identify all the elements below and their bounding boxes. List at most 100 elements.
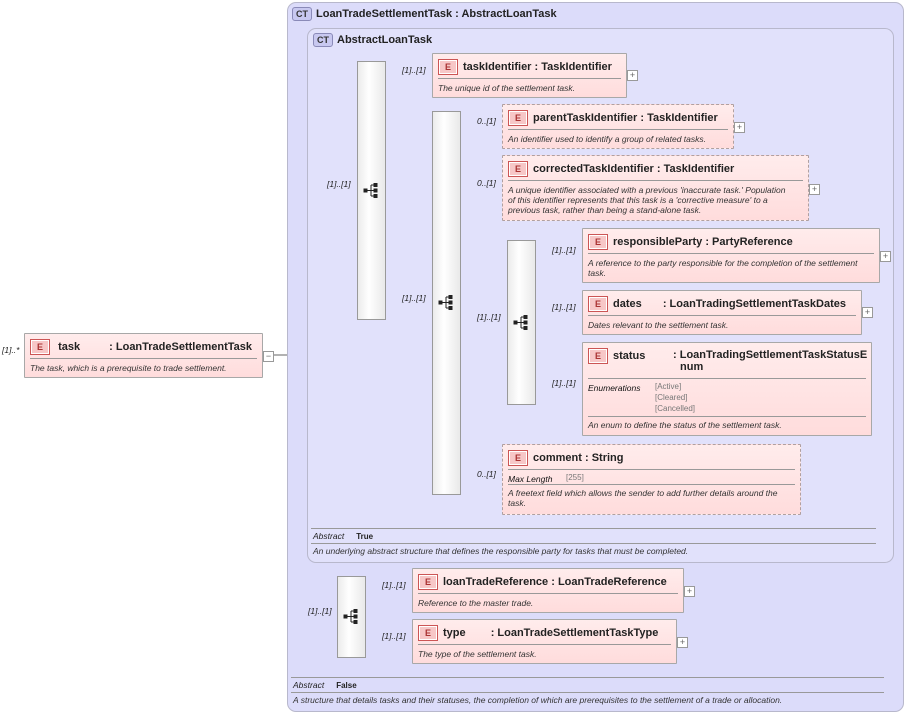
enum-value: [Cancelled] — [655, 404, 696, 413]
cardinality-status: [1]..[1] — [552, 378, 576, 388]
element-doc-line: of this identifier represents that this … — [508, 195, 768, 205]
element-doc: An enum to define the status of the sett… — [588, 420, 782, 430]
separator — [30, 358, 257, 359]
sequence-compositor[interactable] — [357, 61, 386, 320]
separator — [508, 129, 728, 130]
element-icon: E — [588, 296, 608, 312]
element-name: type — [443, 627, 466, 639]
element-icon: E — [30, 339, 50, 355]
element-doc: The unique id of the settlement task. — [438, 83, 576, 93]
cardinality-seq-inner: [1]..[1] — [477, 312, 501, 322]
outer-type-title: CT LoanTradeSettlementTask : AbstractLoan… — [292, 7, 557, 21]
element-icon: E — [508, 110, 528, 126]
cardinality-dates: [1]..[1] — [552, 302, 576, 312]
outer-type-name: LoanTradeSettlementTask : AbstractLoanTa… — [316, 7, 557, 20]
element-type: : TaskIdentifier — [534, 61, 612, 73]
element-doc-line: task. — [588, 268, 606, 278]
facet-value: [255] — [566, 473, 584, 482]
inner-type-title: CT AbstractLoanTask — [313, 33, 432, 47]
cardinality-seq-outer-inner: [1]..[1] — [327, 179, 351, 189]
element-type-name: : LoanTradeSettlementTaskType — [490, 627, 659, 639]
expand-icon[interactable]: + — [684, 586, 695, 597]
element-type: : LoanTradeReference — [551, 576, 667, 588]
inner-type-doc: An underlying abstract structure that de… — [313, 546, 689, 556]
complex-type-icon: CT — [313, 33, 333, 47]
abstract-label: Abstract — [313, 531, 345, 541]
cardinality-task-identifier: [1]..[1] — [402, 65, 426, 75]
abstract-label: Abstract — [293, 680, 325, 690]
element-task[interactable]: E task : LoanTradeSettlementTask The tas… — [24, 333, 263, 378]
element-doc: The task, which is a prerequisite to tra… — [30, 363, 227, 373]
cardinality-corrected: 0..[1] — [477, 178, 496, 188]
separator — [508, 469, 795, 470]
cardinality-seq-outer-bottom: [1]..[1] — [308, 606, 332, 616]
sequence-compositor[interactable] — [432, 111, 461, 495]
root-cardinality: [1]..* — [2, 345, 20, 355]
separator — [508, 484, 795, 485]
cardinality-type: [1]..[1] — [382, 631, 406, 641]
separator — [291, 692, 884, 693]
separator — [311, 528, 876, 529]
expand-icon[interactable]: + — [734, 122, 745, 133]
separator — [438, 78, 621, 79]
expand-icon[interactable]: + — [627, 70, 638, 81]
facet-label: Max Length — [508, 474, 553, 484]
element-type: : TaskIdentifier — [640, 112, 718, 124]
sequence-icon — [363, 182, 377, 198]
element-doc: The type of the settlement task. — [418, 649, 537, 659]
element-name: taskIdentifier — [463, 61, 532, 73]
separator — [311, 543, 876, 544]
enum-value: [Cleared] — [655, 393, 688, 402]
outer-abstract-row: Abstract False — [293, 680, 357, 690]
enum-value: [Active] — [655, 382, 682, 391]
sequence-compositor[interactable] — [507, 240, 536, 405]
separator — [418, 644, 671, 645]
element-name: loanTradeReference — [443, 576, 549, 588]
element-name: dates — [613, 298, 642, 310]
expand-icon[interactable]: + — [809, 184, 820, 195]
inner-type-name: AbstractLoanTask — [337, 33, 433, 46]
element-doc-line: A reference to the party responsible for… — [588, 258, 858, 268]
outer-type-doc: A structure that details tasks and their… — [293, 695, 783, 705]
expand-icon[interactable]: + — [862, 307, 873, 318]
element-type: : String — [584, 452, 624, 464]
element-name: status — [613, 350, 646, 362]
sequence-icon — [513, 314, 527, 330]
separator — [588, 253, 874, 254]
element-name: responsibleParty — [613, 236, 703, 248]
separator — [588, 378, 866, 379]
abstract-value: False — [336, 681, 357, 690]
element-name: correctedTaskIdentifier — [533, 163, 654, 175]
cardinality-seq-mid: [1]..[1] — [402, 293, 426, 303]
expand-icon[interactable]: + — [677, 637, 688, 648]
expand-icon[interactable]: + — [880, 251, 891, 262]
element-type: : LoanTradingSettlementTaskDates — [662, 298, 846, 310]
sequence-compositor[interactable] — [337, 576, 366, 658]
element-type: : PartyReference — [705, 236, 793, 248]
element-icon: E — [438, 59, 458, 75]
element-doc: Dates relevant to the settlement task. — [588, 320, 729, 330]
separator — [418, 593, 678, 594]
collapse-icon[interactable]: − — [263, 351, 274, 362]
element-icon: E — [418, 574, 438, 590]
element-doc: An identifier used to identify a group o… — [508, 134, 706, 144]
element-name: comment — [533, 452, 582, 464]
element-icon: E — [418, 625, 438, 641]
element-icon: E — [508, 161, 528, 177]
element-icon: E — [508, 450, 528, 466]
element-name: parentTaskIdentifier — [533, 112, 638, 124]
element-doc: Reference to the master trade. — [418, 598, 534, 608]
complex-type-icon: CT — [292, 7, 312, 21]
element-type: : LoanTradeSettlementTask — [109, 341, 252, 353]
element-doc-line: task. — [508, 498, 526, 508]
